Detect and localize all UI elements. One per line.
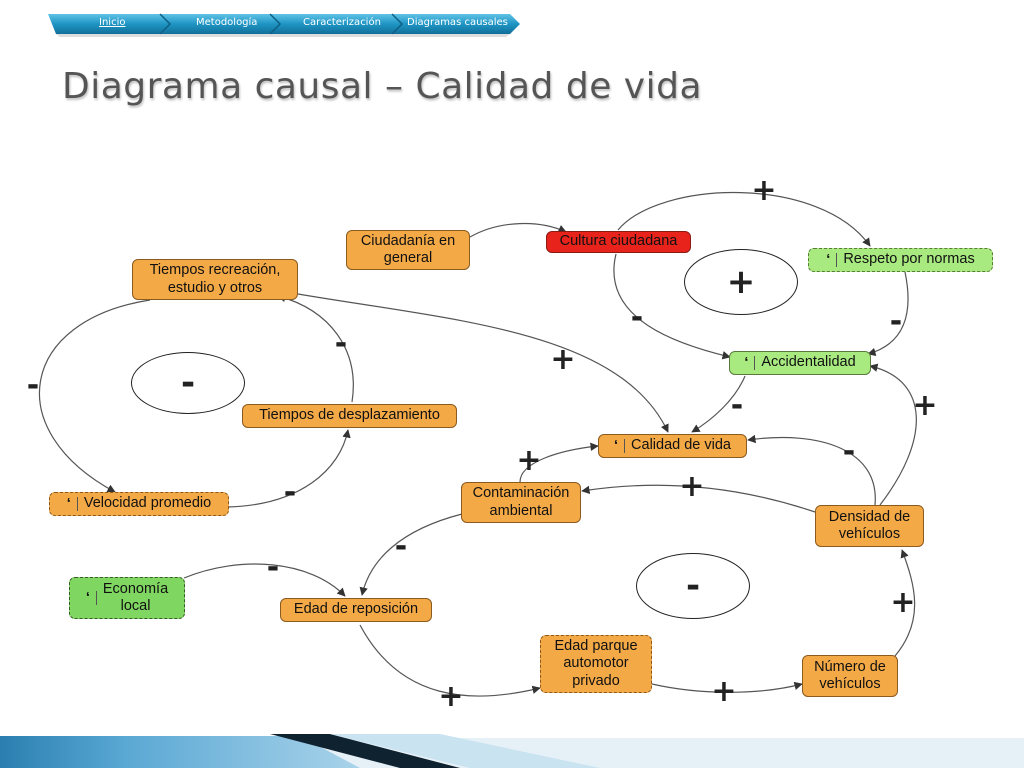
node-label: Número de vehículos (814, 658, 886, 692)
node-label: Velocidad promedio (83, 495, 212, 512)
edge-numero-densidad (894, 549, 916, 657)
edge-sign: - (630, 300, 644, 335)
footer-decoration (0, 734, 1024, 768)
node-accidentalidad: ‘ Accidentalidad (729, 351, 871, 375)
edge-densidad-contaminacion (581, 484, 816, 513)
edge-sign: - (842, 434, 856, 469)
node-label: Edad de reposición (293, 601, 419, 618)
edge-sign: + (912, 388, 938, 423)
node-respeto-por-normas: ‘ Respeto por normas (808, 248, 993, 272)
node-ciudadania-en-general: Ciudadanía en general (346, 230, 470, 270)
node-tiempos-desplazamiento: Tiempos de desplazamiento (242, 404, 457, 428)
loop-sign: - (685, 566, 701, 606)
edge-contaminacion-calidad (519, 442, 599, 483)
polarity-tick-icon: ‘ (86, 591, 97, 605)
edge-sign: + (890, 585, 916, 620)
node-economia-local: ‘ Economía local (69, 577, 185, 619)
edge-sign: - (394, 529, 408, 564)
edge-sign: + (751, 173, 777, 208)
breadcrumb-item-inicio[interactable]: Inicio (99, 17, 126, 28)
edge-contaminacion-reposicion (359, 513, 463, 596)
node-label: Economía local (102, 580, 169, 614)
edge-ciudadania-cultura (469, 222, 567, 238)
edge-sign: - (334, 326, 348, 361)
edge-cultura-respeto (617, 192, 871, 247)
polarity-tick-icon: ‘ (614, 439, 626, 453)
page-title: Diagrama causal – Calidad de vida (62, 66, 703, 107)
node-contaminacion-ambiental: Contaminación ambiental (461, 482, 581, 523)
node-label: Edad parque automotor privado (554, 637, 638, 689)
node-edad-de-reposicion: Edad de reposición (280, 598, 432, 622)
node-cultura-ciudadana: Cultura ciudadana (546, 231, 691, 253)
edge-sign: - (283, 475, 297, 510)
node-numero-de-vehiculos: Número de vehículos (802, 655, 898, 697)
edge-respeto-accidentalidad (867, 271, 909, 356)
node-label: Tiempos de desplazamiento (259, 407, 440, 424)
node-label: Accidentalidad (761, 354, 856, 371)
edge-sign: + (711, 674, 737, 709)
edge-velocidad-desplazamiento (227, 429, 351, 508)
edge-parque-numero (651, 681, 803, 693)
edge-sign: + (516, 443, 542, 478)
breadcrumb-item-metodologia[interactable]: Metodología (196, 17, 258, 28)
edge-densidad-accidentalidad (869, 363, 917, 506)
edge-densidad-calidad (747, 434, 876, 506)
edge-reposicion-parque (359, 624, 541, 697)
edge-sign: - (26, 368, 40, 403)
polarity-tick-icon: ‘ (67, 497, 78, 511)
loop-sign: + (726, 262, 756, 302)
node-label: Tiempos recreación, estudio y otros (149, 262, 281, 296)
loop-indicator-balancing-left: - (131, 352, 245, 414)
edge-recreacion-velocidad (38, 299, 151, 493)
node-label: Densidad de vehículos (828, 508, 911, 542)
node-velocidad-promedio: ‘ Velocidad promedio (49, 492, 229, 516)
edge-sign: - (889, 304, 903, 339)
node-densidad-de-vehiculos: Densidad de vehículos (815, 505, 924, 547)
node-label: Calidad de vida (631, 437, 731, 454)
node-tiempos-recreacion: Tiempos recreación, estudio y otros (132, 259, 298, 300)
edge-sign: + (679, 469, 705, 504)
loop-indicator-balancing-right: - (636, 553, 750, 619)
node-label: Ciudadanía en general (360, 232, 456, 266)
polarity-tick-icon: ‘ (744, 356, 756, 370)
breadcrumb-item-caracterizacion[interactable]: Caracterización (303, 17, 381, 28)
edge-sign: - (730, 388, 744, 423)
node-edad-parque-automotor: Edad parque automotor privado (540, 635, 652, 693)
polarity-tick-icon: ‘ (826, 253, 838, 267)
edge-sign: + (438, 679, 464, 714)
breadcrumb (48, 13, 520, 37)
edge-sign: + (550, 342, 576, 377)
edge-recreacion-calidad (297, 293, 669, 433)
edge-economia-reposicion (183, 563, 346, 597)
node-label: Cultura ciudadana (559, 233, 678, 250)
node-calidad-de-vida: ‘ Calidad de vida (598, 434, 747, 458)
breadcrumb-item-diagramas-causales[interactable]: Diagramas causales (407, 17, 508, 28)
node-label: Contaminación ambiental (472, 485, 570, 519)
edge-cultura-accidentalidad (613, 253, 731, 360)
edge-accidentalidad-calidad (691, 375, 746, 433)
loop-sign: - (180, 363, 196, 403)
edge-sign: - (266, 550, 280, 585)
node-label: Respeto por normas (843, 251, 975, 268)
loop-indicator-reinforcing: + (684, 249, 798, 315)
edge-desplazamiento-recreacion (277, 293, 354, 403)
